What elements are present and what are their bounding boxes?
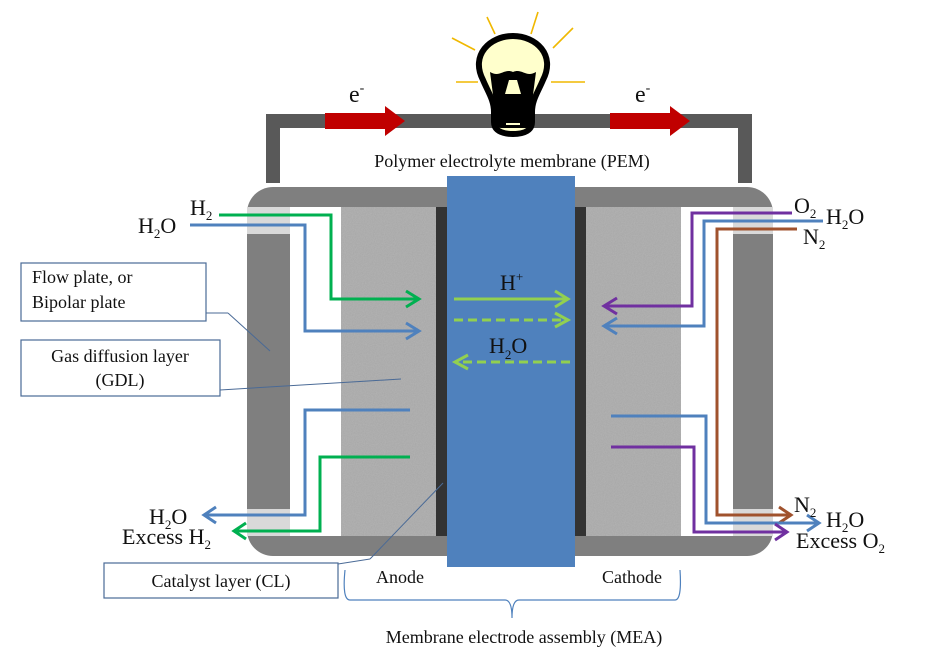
n2-outlet-label: N2: [794, 492, 816, 520]
proton-arrowhead: [554, 289, 571, 309]
excess-o2-outlet-flow: [611, 445, 786, 534]
excess-h2-outlet-flow: [235, 455, 410, 533]
membrane-water-label: H2O: [489, 333, 527, 362]
n2-outlet-arrowhead: [778, 505, 794, 525]
catalyst-layer-callout-text: Catalyst layer (CL): [152, 571, 291, 592]
water-drag-arrowhead: [554, 311, 572, 329]
pem-label: Polymer electrolyte membrane (PEM): [374, 151, 649, 172]
h2o-outlet-arrowhead-cathode: [806, 513, 822, 533]
gdl-callout-line2: (GDL): [96, 370, 145, 391]
excess-o2-outlet-arrowhead: [774, 522, 790, 542]
proton-label: H+: [500, 269, 523, 295]
h2o-outlet-label-cathode: H2O: [826, 507, 864, 535]
n2-inlet-flow: [715, 227, 797, 517]
o2-inlet-label: O2: [794, 193, 816, 221]
excess-h2-outlet-arrowhead: [231, 521, 247, 541]
h2o-inlet-flow-anode: [190, 223, 418, 333]
h2-inlet-flow: [219, 213, 418, 301]
h2o-inlet-label-cathode: H2O: [826, 204, 864, 232]
flow-plate-callout-line1: Flow plate, or: [32, 267, 133, 287]
electron-arrow-left: [325, 106, 405, 136]
flow-plate-callout-line2: Bipolar plate: [32, 292, 125, 312]
h2o-inlet-arrowhead-cathode: [601, 316, 618, 336]
mea-label: Membrane electrode assembly (MEA): [386, 627, 662, 648]
o2-inlet-arrowhead: [601, 296, 618, 316]
flow-plate-callout: Flow plate, or Bipolar plate: [20, 262, 271, 352]
electron-arrow-right: [610, 106, 690, 136]
electron-label-right: e-: [635, 81, 651, 108]
o2-inlet-flow: [605, 211, 792, 308]
h2-inlet-arrowhead: [405, 289, 422, 309]
water-back-diffusion-arrowhead: [451, 353, 469, 371]
excess-h2-outlet-label: Excess H2: [122, 524, 211, 552]
excess-o2-outlet-label: Excess O2: [796, 528, 885, 556]
h2-inlet-label: H2: [190, 195, 212, 223]
anode-gdl-texture: [341, 207, 437, 536]
anode-catalyst-layer: [436, 207, 448, 536]
h2o-outlet-flow-anode: [205, 408, 410, 517]
h2o-inlet-label-anode: H2O: [138, 213, 176, 241]
electron-label-left: e-: [349, 81, 365, 108]
h2o-inlet-arrowhead-anode: [405, 321, 422, 341]
h2o-outlet-label-anode: H2O: [149, 504, 187, 532]
mea-brace: [343, 569, 682, 619]
anode-inlet-port: [247, 207, 290, 234]
pem-membrane: [447, 176, 575, 567]
h2o-outlet-flow-cathode: [611, 414, 818, 525]
gdl-callout: Gas diffusion layer (GDL): [20, 339, 402, 397]
h2o-inlet-flow-cathode: [605, 219, 823, 328]
anode-label: Anode: [376, 567, 424, 587]
light-bulb-icon: [451, 11, 585, 138]
cathode-label: Cathode: [602, 567, 662, 587]
gdl-callout-line1: Gas diffusion layer: [51, 346, 189, 366]
catalyst-layer-callout: Catalyst layer (CL): [103, 482, 444, 599]
cathode-catalyst-layer: [574, 207, 586, 536]
h2o-outlet-arrowhead-anode: [201, 505, 217, 525]
cathode-gdl-texture: [585, 207, 681, 536]
bulb-rays: [451, 11, 585, 83]
n2-inlet-label: N2: [803, 224, 825, 252]
